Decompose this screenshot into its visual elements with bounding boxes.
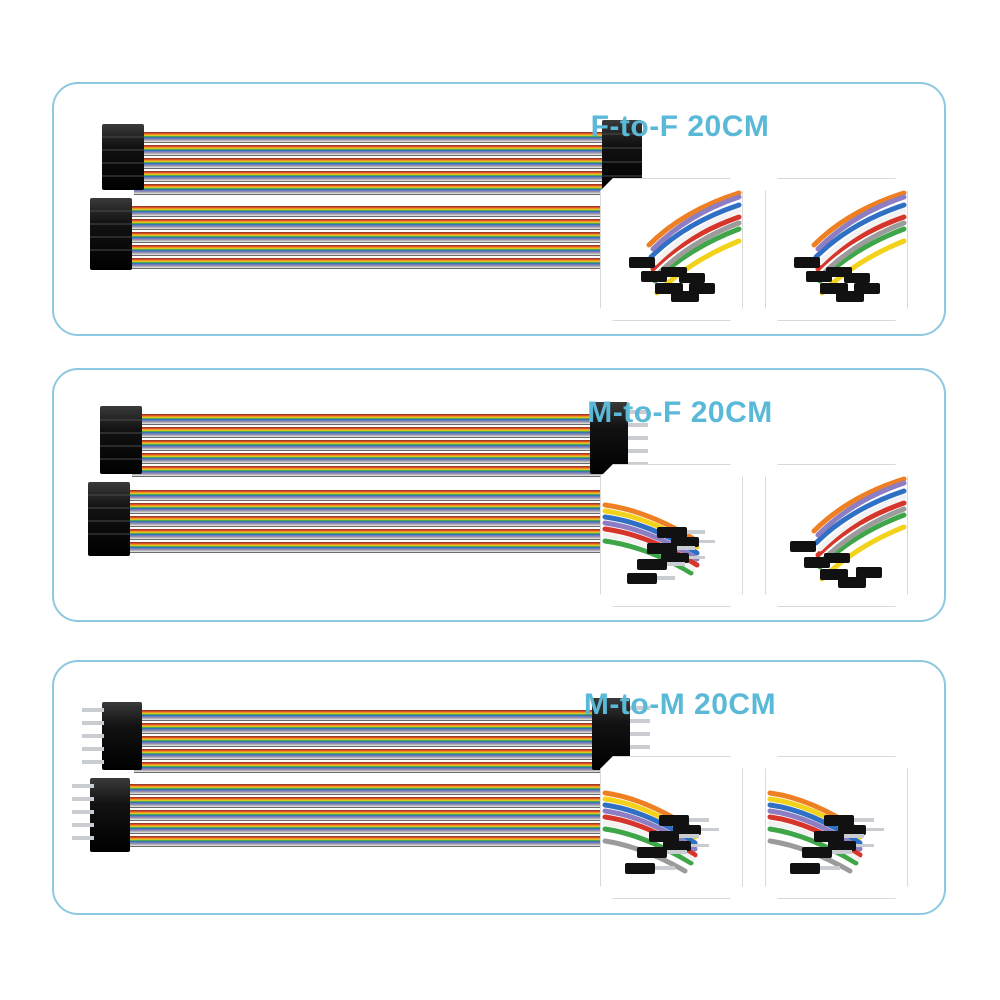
thumbnail-m-to-m-1[interactable] — [600, 756, 743, 899]
thumbnail-row-m-to-m — [600, 756, 908, 899]
thumbnail-m-to-f-2[interactable] — [765, 464, 908, 607]
thumbnail-m-to-f-1[interactable] — [600, 464, 743, 607]
ribbon-strands-lower — [122, 784, 606, 847]
ribbon-strands-upper — [134, 132, 612, 195]
product-panel-m-to-m: M-to-M 20CM — [52, 660, 946, 915]
left-male-connector-block — [72, 702, 142, 852]
product-panel-m-to-f: M-to-F 20CM — [52, 368, 946, 622]
male-pins-lower — [72, 784, 94, 840]
ribbon-strands-upper — [134, 710, 604, 773]
ribbon-strands-lower — [122, 206, 612, 269]
left-female-connector-block — [88, 406, 142, 556]
panel-title-m-to-f: M-to-F 20CM — [587, 396, 773, 429]
panel-title-f-to-f: F-to-F 20CM — [590, 110, 770, 143]
thumbnail-f-to-f-1[interactable] — [600, 178, 743, 321]
male-pins-upper — [82, 708, 104, 764]
ribbon-strands-upper — [132, 414, 602, 477]
thumbnail-m-to-m-2[interactable] — [765, 756, 908, 899]
product-panel-f-to-f: F-to-F 20CM — [52, 82, 946, 336]
left-female-connector-block — [90, 124, 144, 270]
panel-title-m-to-m: M-to-M 20CM — [583, 688, 777, 721]
ribbon-strands-lower — [120, 490, 606, 553]
thumbnail-row-m-to-f — [600, 464, 908, 607]
thumbnail-f-to-f-2[interactable] — [765, 178, 908, 321]
thumbnail-row-f-to-f — [600, 178, 908, 321]
